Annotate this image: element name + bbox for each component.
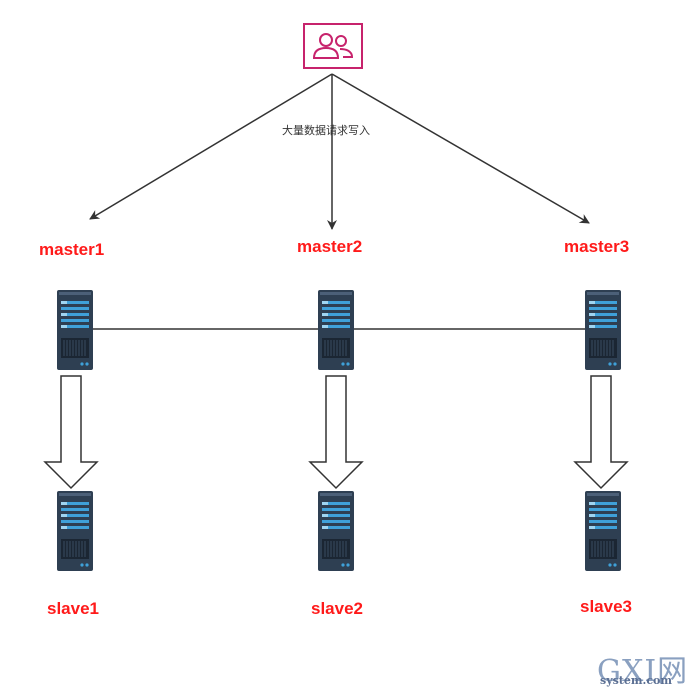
watermark-logo: GXI网 [597, 654, 689, 689]
slave2-server-icon [317, 490, 355, 572]
watermark-domain: system.com [600, 674, 672, 687]
slave2-label: slave2 [311, 599, 363, 618]
slave3-label: slave3 [580, 597, 632, 616]
slave3-server-icon [584, 490, 622, 572]
master1-label: master1 [39, 240, 105, 259]
replication-arrow-1 [44, 375, 98, 489]
edge-label: 大量数据请求写入 [282, 124, 370, 137]
master2-label: master2 [297, 237, 363, 256]
replication-arrow-2 [309, 375, 363, 489]
master1-server-icon [56, 289, 94, 371]
master3-server-icon [584, 289, 622, 371]
replication-arrow-3 [574, 375, 628, 489]
master3-label: master3 [564, 237, 630, 256]
edge-to-master1 [89, 73, 333, 220]
master2-server-icon [317, 289, 355, 371]
slave1-server-icon [56, 490, 94, 572]
edge-to-master3 [331, 73, 590, 224]
slave1-label: slave1 [47, 599, 99, 618]
users-icon [303, 23, 363, 69]
